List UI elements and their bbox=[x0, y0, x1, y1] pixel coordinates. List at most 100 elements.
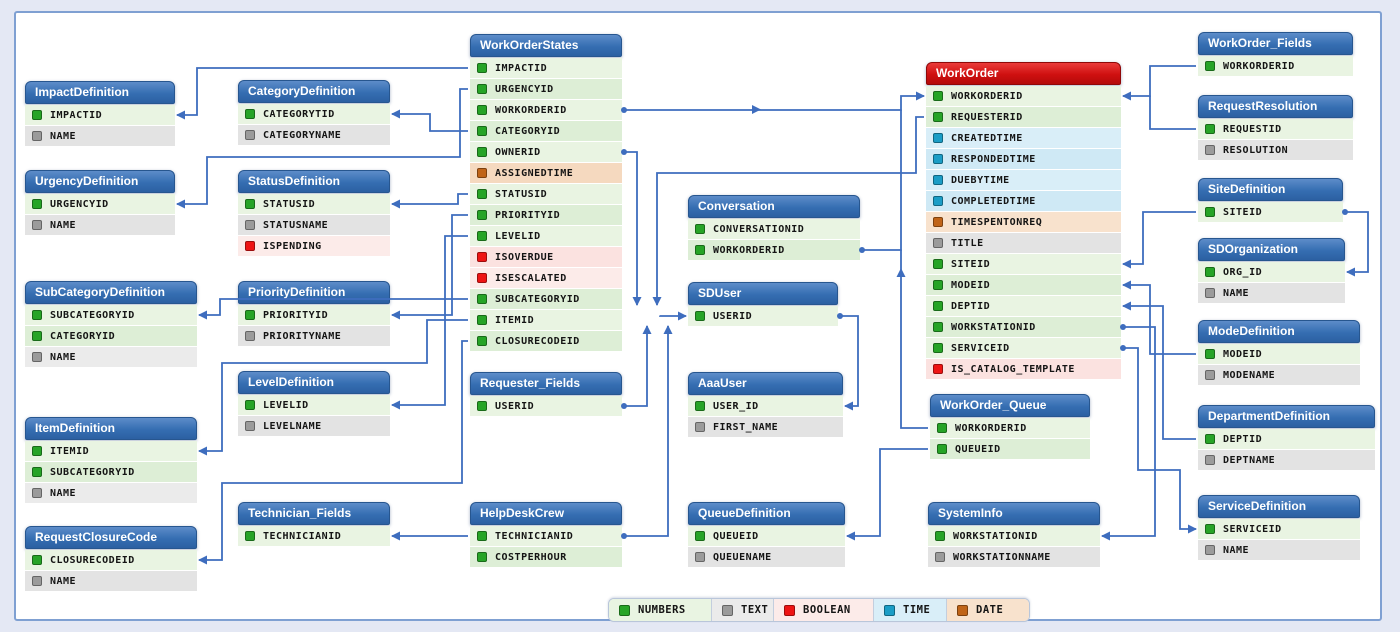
number-type-icon bbox=[245, 199, 255, 209]
table-header[interactable]: RequestResolution bbox=[1198, 95, 1353, 118]
field-name: ISESCALATED bbox=[495, 272, 567, 284]
table-header[interactable]: HelpDeskCrew bbox=[470, 502, 622, 525]
number-type-icon bbox=[477, 401, 487, 411]
table-header[interactable]: ImpactDefinition bbox=[25, 81, 175, 104]
number-type-icon bbox=[477, 336, 487, 346]
table-header[interactable]: Technician_Fields bbox=[238, 502, 390, 525]
field-row: DUEBYTIME bbox=[926, 170, 1121, 190]
table-header[interactable]: SDUser bbox=[688, 282, 838, 305]
field-row: NAME bbox=[1198, 283, 1345, 303]
field-row: WORKSTATIONID bbox=[928, 526, 1100, 546]
table-header[interactable]: WorkOrderStates bbox=[470, 34, 622, 57]
field-row: QUEUENAME bbox=[688, 547, 845, 567]
field-name: NAME bbox=[50, 219, 77, 231]
number-type-icon bbox=[695, 401, 705, 411]
number-type-icon bbox=[695, 311, 705, 321]
table-header[interactable]: RequestClosureCode bbox=[25, 526, 197, 549]
table-header[interactable]: WorkOrder_Queue bbox=[930, 394, 1090, 417]
field-name: WORKSTATIONNAME bbox=[953, 551, 1051, 563]
table-header[interactable]: CategoryDefinition bbox=[238, 80, 390, 103]
table-header[interactable]: WorkOrder bbox=[926, 62, 1121, 85]
table-header[interactable]: WorkOrder_Fields bbox=[1198, 32, 1353, 55]
field-name: STATUSID bbox=[263, 198, 316, 210]
field-name: IS_CATALOG_TEMPLATE bbox=[951, 363, 1075, 375]
text-type-icon bbox=[32, 220, 42, 230]
legend-label: NUMBERS bbox=[638, 604, 686, 616]
table-header[interactable]: Conversation bbox=[688, 195, 860, 218]
field-row: USERID bbox=[688, 306, 838, 326]
text-type-icon bbox=[245, 331, 255, 341]
table-header[interactable]: SiteDefinition bbox=[1198, 178, 1343, 201]
table-header[interactable]: QueueDefinition bbox=[688, 502, 845, 525]
table-header[interactable]: PriorityDefinition bbox=[238, 281, 390, 304]
field-rows: WORKORDERID bbox=[1198, 56, 1353, 76]
field-name: LEVELID bbox=[495, 230, 541, 242]
table-header[interactable]: SystemInfo bbox=[928, 502, 1100, 525]
table-header[interactable]: SDOrganization bbox=[1198, 238, 1345, 261]
field-name: PRIORITYNAME bbox=[263, 330, 342, 342]
field-name: COMPLETEDTIME bbox=[951, 195, 1036, 207]
field-name: URGENCYID bbox=[495, 83, 554, 95]
number-type-icon bbox=[477, 315, 487, 325]
field-row: NAME bbox=[25, 347, 197, 367]
text-type-icon bbox=[32, 352, 42, 362]
number-type-icon bbox=[1205, 524, 1215, 534]
field-name: REQUESTID bbox=[1223, 123, 1282, 135]
number-type-icon bbox=[245, 109, 255, 119]
field-name: DUEBYTIME bbox=[951, 174, 1010, 186]
table-header[interactable]: ModeDefinition bbox=[1198, 320, 1360, 343]
table-header[interactable]: StatusDefinition bbox=[238, 170, 390, 193]
table-header[interactable]: UrgencyDefinition bbox=[25, 170, 175, 193]
table-header[interactable]: LevelDefinition bbox=[238, 371, 390, 394]
table-header[interactable]: DepartmentDefinition bbox=[1198, 405, 1375, 428]
text-type-icon bbox=[1205, 288, 1215, 298]
table-header[interactable]: Requester_Fields bbox=[470, 372, 622, 395]
number-type-icon bbox=[619, 604, 630, 616]
table-header[interactable]: ServiceDefinition bbox=[1198, 495, 1360, 518]
field-row: RESPONDEDTIME bbox=[926, 149, 1121, 169]
field-name: SUBCATEGORYID bbox=[495, 293, 580, 305]
number-type-icon bbox=[933, 301, 943, 311]
legend-label: TEXT bbox=[741, 604, 769, 616]
table-header[interactable]: AaaUser bbox=[688, 372, 843, 395]
field-row: SUBCATEGORYID bbox=[25, 462, 197, 482]
field-row: IS_CATALOG_TEMPLATE bbox=[926, 359, 1121, 379]
table-header[interactable]: ItemDefinition bbox=[25, 417, 197, 440]
field-name: QUEUEID bbox=[713, 530, 759, 542]
number-type-icon bbox=[32, 310, 42, 320]
field-row: CLOSURECODEID bbox=[25, 550, 197, 570]
table-header[interactable]: SubCategoryDefinition bbox=[25, 281, 197, 304]
